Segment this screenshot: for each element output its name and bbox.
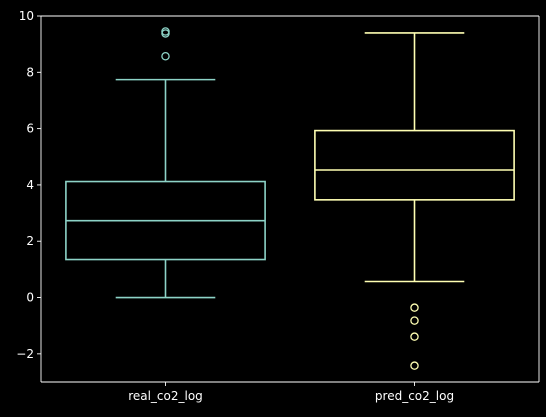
outlier-point xyxy=(161,52,170,61)
plot-area xyxy=(65,27,515,370)
outlier-point xyxy=(410,332,419,341)
outlier-point xyxy=(410,303,419,312)
y-tick-label: 6 xyxy=(26,122,34,136)
outlier-point xyxy=(410,316,419,325)
box-group-pred_co2_log xyxy=(314,32,515,370)
y-tick-label: 0 xyxy=(26,291,34,305)
outlier-point xyxy=(161,27,170,36)
y-tick-label: 4 xyxy=(26,178,34,192)
outlier-point xyxy=(410,361,419,370)
axes: −2 0 2 4 6 8 10 real_co2_log pred_co2_log xyxy=(16,9,540,403)
y-tick-label: 10 xyxy=(19,9,34,23)
box-group-real_co2_log xyxy=(65,27,266,299)
y-tick-label: −2 xyxy=(16,347,34,361)
y-tick-label: 8 xyxy=(26,65,34,79)
x-tick-label: pred_co2_log xyxy=(375,389,454,403)
x-tick-label: real_co2_log xyxy=(128,389,203,403)
iqr-box xyxy=(314,129,515,201)
y-tick-label: 2 xyxy=(26,234,34,248)
